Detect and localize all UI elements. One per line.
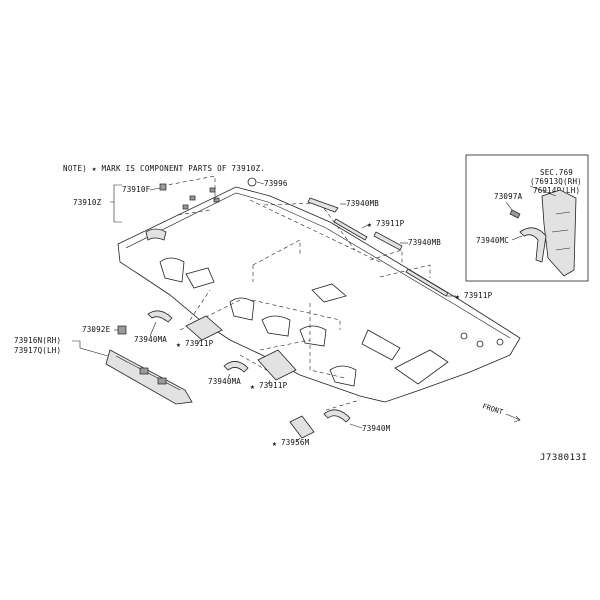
svg-text:FRONT: FRONT (481, 402, 504, 416)
svg-text:★: ★ (367, 220, 372, 229)
svg-text:★: ★ (272, 439, 277, 448)
svg-text:★: ★ (250, 382, 255, 391)
svg-text:73911P: 73911P (259, 381, 288, 390)
part-73911P-4: ★ 73911P (250, 349, 297, 391)
label-73910Z: 73910Z (73, 184, 122, 223)
svg-text:73097A: 73097A (494, 192, 523, 201)
front-arrow: FRONT (481, 402, 521, 423)
assist-grip-73940M: 73940M (323, 409, 391, 433)
svg-text:73940MB: 73940MB (408, 238, 441, 247)
component-note: NOTE) ★ MARK IS COMPONENT PARTS OF 73910… (63, 164, 265, 173)
clip-73092E: 73092E (82, 325, 127, 335)
drawing-code: J738013I (540, 453, 587, 463)
svg-text:★: ★ (176, 340, 181, 349)
svg-text:73940MC: 73940MC (476, 236, 509, 245)
svg-text:(76913Q(RH): (76913Q(RH) (530, 177, 582, 186)
svg-text:SEC.769: SEC.769 (540, 168, 573, 177)
svg-text:73956M: 73956M (281, 438, 310, 447)
svg-text:73910F: 73910F (122, 185, 151, 194)
part-73956M: ★ 73956M (272, 415, 315, 448)
clip-73996: 73996 (247, 177, 288, 188)
svg-text:73092E: 73092E (82, 325, 111, 334)
part-73911P-2: ★ 73911P (405, 268, 493, 301)
svg-text:73940MB: 73940MB (346, 199, 379, 208)
trim-73916N-73917Q: 73916N(RH) 73917Q(LH) (14, 336, 193, 405)
assist-grip-73940MA-2: 73940MA (208, 361, 249, 386)
svg-text:73911P: 73911P (376, 219, 405, 228)
clip-73910F: 73910F (122, 183, 167, 194)
svg-text:76914P(LH): 76914P(LH) (533, 186, 580, 195)
svg-text:73996: 73996 (264, 179, 288, 188)
svg-text:73917Q(LH): 73917Q(LH) (14, 346, 61, 355)
svg-text:73911P: 73911P (464, 291, 493, 300)
headliner-panel (117, 186, 521, 403)
svg-text:73940M: 73940M (362, 424, 391, 433)
svg-text:73940MA: 73940MA (208, 377, 241, 386)
svg-text:★: ★ (455, 292, 460, 301)
assist-grip-73940MB-1: 73940MB (307, 197, 379, 213)
assist-grip-73940MB-2: 73940MB (373, 231, 441, 251)
svg-text:73911P: 73911P (185, 339, 214, 348)
assist-grip-73940MA-1: 73940MA (134, 310, 173, 344)
svg-text:73910Z: 73910Z (73, 198, 102, 207)
part-73911P-3: ★ 73911P (176, 315, 223, 349)
inset-box: SEC.769 (76913Q(RH) 76914P(LH) 73097A 73… (465, 154, 589, 282)
part-73911P-1: ★ 73911P (333, 218, 405, 241)
svg-text:73940MA: 73940MA (134, 335, 167, 344)
svg-text:73916N(RH): 73916N(RH) (14, 336, 61, 345)
